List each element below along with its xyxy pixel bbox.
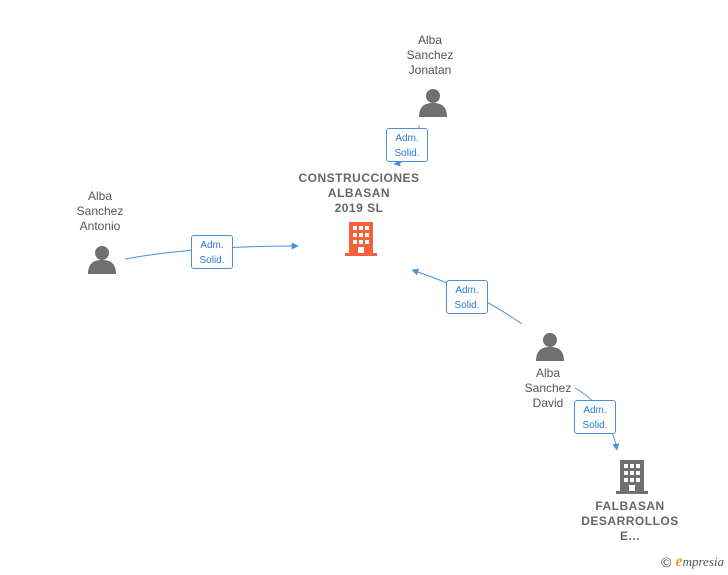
brand-logo: empresia (675, 553, 724, 570)
edge-badge-jonatan[interactable]: Adm. Solid. (386, 128, 428, 162)
building-icon (616, 460, 648, 494)
edge-badge-line1: Adm. (395, 133, 419, 144)
edge-badge-line2: Solid. (394, 148, 420, 159)
person-label-jonatan[interactable]: Alba Sanchez Jonatan (406, 33, 454, 77)
edge-badge-line1: Adm. (200, 240, 224, 251)
edge-badge-line2: Solid. (582, 420, 608, 431)
edge-badge-line1: Adm. (583, 405, 607, 416)
person-label-antonio[interactable]: Alba Sanchez Antonio (76, 189, 124, 233)
edge-badge-line2: Solid. (199, 255, 225, 266)
person-icon (536, 333, 564, 361)
company-label-falbasan[interactable]: FALBASAN DESARROLLOS E... (581, 499, 679, 543)
empresia-watermark: © empresia (661, 553, 724, 571)
edge-badge-david-main[interactable]: Adm. Solid. (446, 280, 488, 314)
edge-badge-line2: Solid. (454, 300, 480, 311)
copyright-icon: © (661, 554, 672, 570)
person-icon (88, 246, 116, 274)
edge-badge-line1: Adm. (455, 285, 479, 296)
person-label-david[interactable]: Alba Sanchez David (524, 366, 572, 410)
person-icon (419, 89, 447, 117)
building-icon (345, 222, 377, 256)
edge-badge-david-falbasan[interactable]: Adm. Solid. (574, 400, 616, 434)
company-label-main[interactable]: CONSTRUCCIONES ALBASAN 2019 SL (298, 171, 420, 215)
edge-badge-antonio[interactable]: Adm. Solid. (191, 235, 233, 269)
